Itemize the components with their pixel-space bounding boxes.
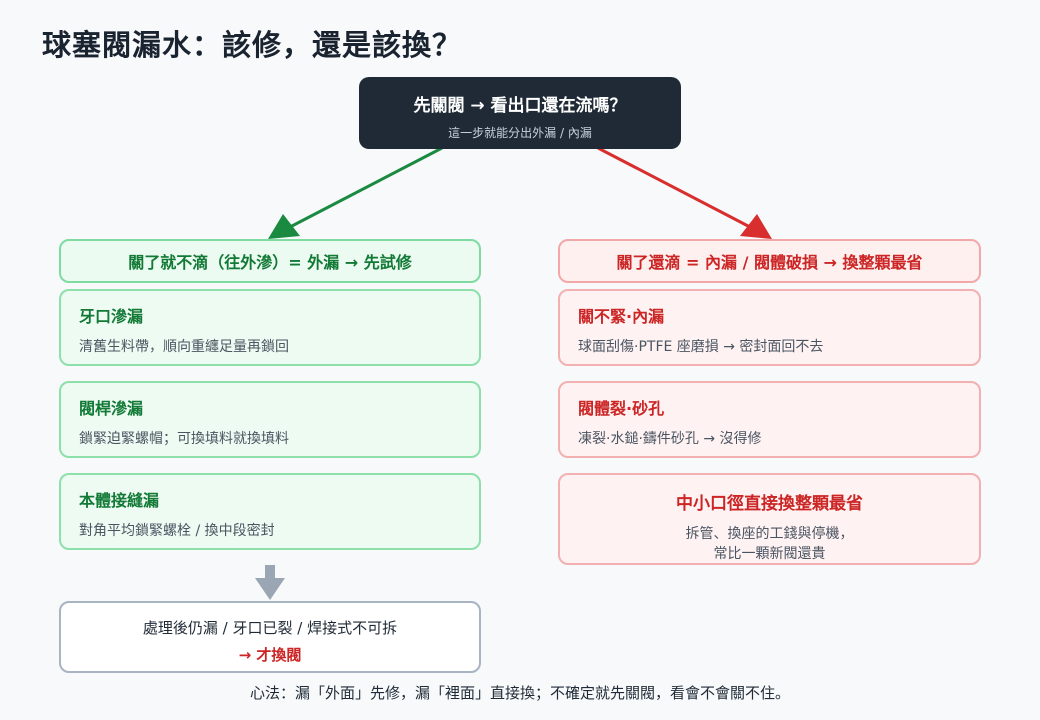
summary-title: 中小口徑直接換整顆最省	[676, 494, 863, 514]
card-desc: 球面刮傷·PTFE 座磨損 → 密封面回不去	[578, 339, 824, 355]
card-desc: 清舊生料帶，順向重纏足量再鎖回	[79, 339, 289, 355]
arrow-to-left	[289, 146, 443, 229]
decision-root: 先關閥 → 看出口還在流嗎？ 這一步就能分出外漏 / 內漏	[359, 77, 681, 149]
arrowhead-left	[268, 214, 300, 239]
arrowhead-down	[255, 578, 285, 600]
summary-line-2: 常比一顆新閥還貴	[713, 546, 826, 562]
card-title: 關不緊·內漏	[578, 307, 665, 326]
arrow-down-shaft	[265, 565, 275, 579]
card-stem-leak: 閥桿滲漏 鎖緊迫緊螺帽；可換填料就換填料	[59, 381, 481, 458]
card-title: 閥體裂·砂孔	[578, 399, 665, 418]
summary-desc: 拆管、換座的工錢與停機， 常比一顆新閥還貴	[578, 524, 961, 564]
card-body-crack: 閥體裂·砂孔 凍裂·水鎚·鑄件砂孔 → 沒得修	[558, 381, 981, 458]
card-desc: 對角平均鎖緊螺栓 / 換中段密封	[79, 523, 275, 539]
arrowhead-right	[740, 214, 772, 239]
final-replace-box: 處理後仍漏 / 牙口已裂 / 焊接式不可拆 → 才換閥	[59, 601, 481, 673]
card-title: 閥桿滲漏	[79, 399, 144, 418]
summary-line-1: 拆管、換座的工錢與停機，	[685, 526, 854, 542]
root-headline: 先關閥 → 看出口還在流嗎？	[413, 96, 627, 116]
card-replace-summary: 中小口徑直接換整顆最省 拆管、換座的工錢與停機， 常比一顆新閥還貴	[558, 473, 981, 565]
internal-leak-header: 關了還滴 = 內漏 / 閥體破損 → 換整顆最省	[558, 239, 981, 283]
card-thread-leak: 牙口滲漏 清舊生料帶，順向重纏足量再鎖回	[59, 289, 481, 366]
external-leak-header: 關了就不滴（往外滲）= 外漏 → 先試修	[59, 239, 481, 283]
page-title: 球塞閥漏水：該修，還是該換？	[42, 28, 463, 62]
final-condition: 處理後仍漏 / 牙口已裂 / 焊接式不可拆	[142, 619, 398, 637]
card-desc: 凍裂·水鎚·鑄件砂孔 → 沒得修	[578, 431, 762, 447]
final-action: → 才換閥	[238, 646, 302, 664]
card-title: 本體接縫漏	[79, 491, 160, 510]
card-title: 牙口滲漏	[79, 307, 144, 326]
arrow-to-right	[597, 146, 751, 229]
card-body-seam-leak: 本體接縫漏 對角平均鎖緊螺栓 / 換中段密封	[59, 473, 481, 550]
card-internal-leak: 關不緊·內漏 球面刮傷·PTFE 座磨損 → 密封面回不去	[558, 289, 981, 366]
card-desc: 鎖緊迫緊螺帽；可換填料就換填料	[79, 431, 289, 447]
root-subtitle: 這一步就能分出外漏 / 內漏	[448, 126, 592, 140]
footer-tip: 心法：漏「外面」先修，漏「裡面」直接換；不確定就先關閥，看會不會關不住。	[249, 684, 790, 702]
